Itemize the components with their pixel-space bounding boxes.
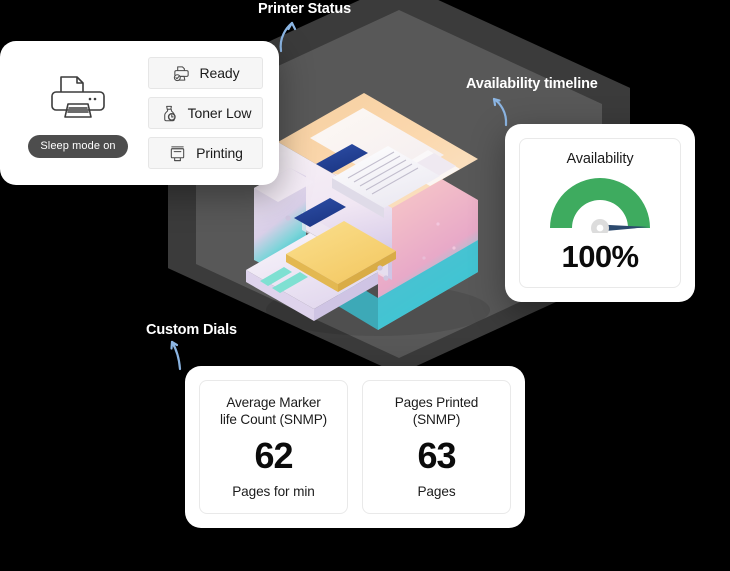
status-chip-label: Printing xyxy=(196,145,243,161)
dial-title: Average Marker life Count (SNMP) xyxy=(220,394,327,429)
printer-icon xyxy=(51,75,105,118)
availability-card: Availability 100% xyxy=(505,124,695,302)
status-chip-toner-low[interactable]: Toner Low xyxy=(148,97,263,129)
dial-title-line-1: Average Marker xyxy=(226,395,321,410)
status-chip-label: Toner Low xyxy=(187,105,252,121)
toner-low-icon xyxy=(160,104,179,123)
annotation-availability-timeline: Availability timeline xyxy=(466,76,598,92)
isometric-printer-illustration xyxy=(246,93,490,336)
arrow-custom-dials-icon xyxy=(170,340,182,371)
printer-status-list: Ready Toner Low xyxy=(148,57,263,169)
status-chip-ready[interactable]: Ready xyxy=(148,57,263,89)
sleep-mode-badge: Sleep mode on xyxy=(28,134,128,158)
status-chip-printing[interactable]: Printing xyxy=(148,137,263,169)
printing-icon xyxy=(168,144,187,163)
printer-ready-icon xyxy=(172,64,191,83)
availability-panel: Availability 100% xyxy=(519,138,681,288)
arrow-printer-status-icon xyxy=(279,21,297,53)
availability-value: 100% xyxy=(561,239,639,274)
annotation-custom-dials: Custom Dials xyxy=(146,322,237,338)
dial-panel-average-marker-life-count: Average Marker life Count (SNMP) 62 Page… xyxy=(199,380,348,514)
arrow-availability-icon xyxy=(492,97,508,127)
custom-dials-card: Average Marker life Count (SNMP) 62 Page… xyxy=(185,366,525,528)
dial-title-line-2: (SNMP) xyxy=(412,412,461,428)
printer-summary: Sleep mode on xyxy=(22,69,134,158)
dial-value: 63 xyxy=(417,435,456,477)
dial-title-line-1: Pages Printed xyxy=(394,395,479,410)
status-chip-label: Ready xyxy=(199,65,240,81)
printer-status-card: Sleep mode on Ready xyxy=(0,41,279,185)
dial-title-line-2: life Count (SNMP) xyxy=(220,412,327,428)
dial-title: Pages Printed (SNMP) xyxy=(394,394,479,429)
dial-panel-pages-printed: Pages Printed (SNMP) 63 Pages xyxy=(362,380,511,514)
dial-unit: Pages for min xyxy=(232,484,315,499)
annotation-printer-status: Printer Status xyxy=(258,1,351,17)
dial-value: 62 xyxy=(254,435,293,477)
gauge-icon xyxy=(550,178,650,233)
dial-unit: Pages xyxy=(417,484,456,499)
availability-title: Availability xyxy=(566,151,634,167)
